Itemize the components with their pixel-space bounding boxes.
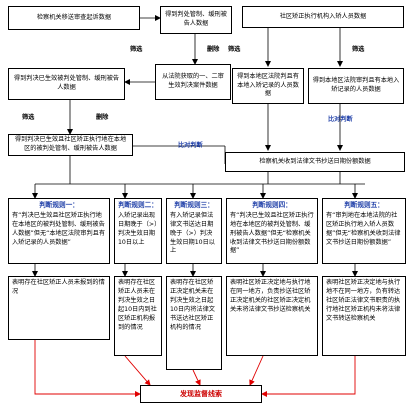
rule-body: 入矫记录出现日期晚于（>）判决生效日期10日以上	[118, 211, 158, 246]
result-text: 表明社区矫正决定地与执行地在同一地方，负责抄送社区矫正决定机关的社区矫正决定机关…	[230, 279, 311, 313]
node-text: 得到本地区法院判且有本地入矫记录的人员数据	[237, 72, 299, 98]
node-local-court-unreported: 得到本地区法院判且有本地入矫记录的人员数据	[232, 68, 304, 104]
node-text: 发现监督线索	[180, 389, 222, 398]
node-community-correction: 社区矫正执行机构入矫人员数据	[242, 6, 404, 28]
node-text: 得到判决已生效被判处管制、缓刑被告人数据	[13, 75, 120, 91]
node-correction-executing-local: 得到判决已生效且社区矫正执行地在本地区的被判处管制、缓刑被告人数据	[8, 134, 133, 156]
rule-body: 有“判决已生效且社区矫正执行地在本地区的被判处管制、缓刑被告人数据”但无“检察机…	[230, 211, 314, 255]
label-filter-1: 筛选	[130, 46, 143, 53]
node-text: 社区矫正执行机构入矫人员数据	[279, 12, 367, 20]
rule-body: 有入矫记录但法律文书送达日期晚于（>）判决生效日期10日以上	[170, 211, 215, 255]
result-5: 表明社区矫正决定地与执行地不在同一地方，负有转达社区矫正法律文书职责的执行地社区…	[322, 276, 406, 356]
label-filter-4: 筛选	[22, 114, 35, 121]
node-text: 检察机关移送审查起诉数据	[36, 13, 112, 21]
label-filter-3: 筛选	[352, 46, 365, 53]
result-text: 表明存在社区矫正人员未在判决生效之日起10日内到社区矫正机构报到的情况	[118, 279, 157, 331]
result-1: 表明存在社区矫正人员未报到的情况	[8, 276, 110, 340]
node-procuratorate-copy-date: 检察机关收到法律文书抄送日期份额数据	[225, 152, 405, 172]
rule-3: 判断规则三： 有入矫记录但法律文书送达日期晚于（>）判决生效日期10日以上	[166, 198, 222, 264]
rule-title: 判断规则二：	[118, 201, 158, 209]
result-text: 表明存在社区矫正人员未报到的情况	[12, 279, 105, 295]
label-compare-2: 比对判断	[328, 116, 353, 123]
node-final-result: 发现监督线索	[140, 385, 262, 403]
node-text: 从法院获取的一、二审生效判决案件数据	[162, 73, 224, 89]
result-4: 表明社区矫正决定地与执行地在同一地方，负责抄送社区矫正决定机关的社区矫正决定机关…	[226, 276, 318, 356]
arrow-result3-final	[192, 369, 201, 386]
node-text: 得到判处管制、缓刑被告人数据	[165, 11, 227, 27]
result-3: 表明存在社区矫正决定机关未在判决生效之日起10日内将法律文书送达社区矫正机构的情…	[166, 276, 222, 370]
rule-title: 判断规则五：	[344, 201, 384, 209]
arrow-result2-final	[124, 355, 151, 386]
rule-1: 判断规则一： 有“判决已生效且社区矫正执行地在本地区的被判处管制、缓刑被告人数据…	[8, 198, 110, 264]
node-procuratorate-transfer: 检察机关移送审查起诉数据	[8, 6, 140, 30]
node-text: 得到判决已生效且社区矫正执行地在本地区的被判处管制、缓刑被告人数据	[14, 136, 127, 152]
node-court-sentence: 得到判处管制、缓刑被告人数据	[160, 6, 232, 34]
arrow-result1-final	[34, 340, 141, 397]
result-2: 表明存在社区矫正人员未在判决生效之日起10日内到社区矫正机构报到的情况	[114, 276, 162, 356]
arrow-result4-final	[249, 355, 264, 386]
node-text: 检察机关收到法律文书抄送日期份额数据	[259, 157, 371, 165]
node-court-first-second: 从法院获取的一、二审生效判决案件数据	[155, 64, 231, 100]
arrow-result5-final	[261, 356, 356, 397]
result-text: 表明社区矫正决定地与执行地不在同一地方，负有转达社区矫正法律文书职责的执行地社区…	[326, 279, 401, 322]
rule-title: 判断规则三：	[174, 201, 214, 209]
node-sentenced-executing: 得到判决已生效被判处管制、缓刑被告人数据	[8, 68, 125, 100]
rule-2: 判断规则二： 入矫记录出现日期晚于（>）判决生效日期10日以上	[114, 198, 162, 264]
rule-body: 有“审判地在本地法院的社区矫正执行地入矫人员数据”但无“检察机关收到法律文书抄送…	[326, 211, 401, 246]
rule-title: 判断规则一：	[39, 201, 79, 209]
label-delete-2: 删除	[96, 114, 109, 121]
rule-title: 判断规则四：	[252, 201, 292, 209]
rule-5: 判断规则五： 有“审判地在本地法院的社区矫正执行地入矫人员数据”但无“检察机关收…	[322, 198, 406, 264]
label-delete-1: 删除	[207, 46, 220, 53]
node-local-court-reported: 得到本地区法院审判且有本地入矫记录的人员数据	[308, 68, 404, 104]
label-compare-1: 比对判断	[178, 142, 203, 149]
node-text: 得到本地区法院审判且有本地入矫记录的人员数据	[312, 77, 400, 93]
rule-body: 有“判决已生效且社区矫正执行地在本地区的被判处管制、缓刑被告人数据”但无“本地区…	[12, 211, 106, 246]
label-filter-2: 筛选	[228, 46, 241, 53]
rule-4: 判断规则四： 有“判决已生效且社区矫正执行地在本地区的被判处管制、缓刑被告人数据…	[226, 198, 318, 264]
result-text: 表明存在社区矫正决定机关未在判决生效之日起10日内将法律文书送达社区矫正机构的情…	[170, 279, 215, 331]
